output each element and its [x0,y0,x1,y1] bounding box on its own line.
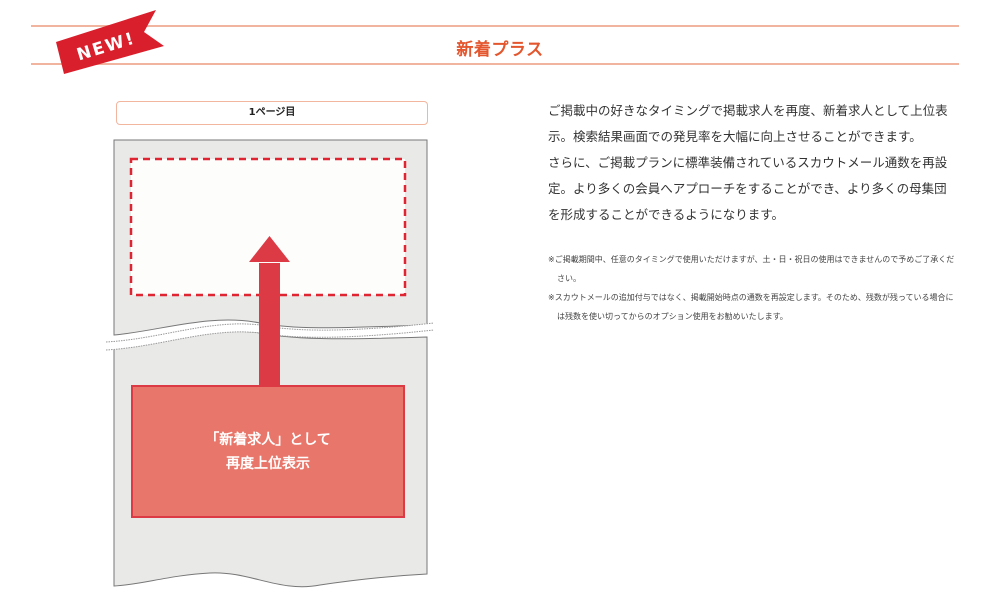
header-top-rule [31,25,959,27]
section-title: 新着プラス [456,40,544,60]
footnotes: ※ご掲載期間中、任意のタイミングで使用いただけますが、土・日・祝日の使用はできま… [548,250,958,326]
result-line-2: 再度上位表示 [226,455,310,472]
feature-diagram: 1ページ目 「新着求人」として 再度上位表示 [100,95,450,593]
footnote-1: ※ご掲載期間中、任意のタイミングで使用いただけますが、土・日・祝日の使用はできま… [548,255,955,283]
new-ribbon-badge: NEW! [48,8,168,74]
feature-description: ご掲載中の好きなタイミングで掲載求人を再度、新着求人として上位表示。検索結果画面… [548,98,958,228]
up-arrow-icon [249,236,290,262]
description-paragraph-1: ご掲載中の好きなタイミングで掲載求人を再度、新着求人として上位表示。検索結果画面… [548,103,948,144]
description-paragraph-2: さらに、ご掲載プランに標準装備されているスカウトメール通数を再設定。より多くの会… [548,155,948,222]
arrow-shaft [259,263,280,387]
result-highlight-box: 「新着求人」として 再度上位表示 [131,385,405,518]
page-label: 1ページ目 [116,101,428,125]
result-line-1: 「新着求人」として [205,431,331,448]
search-results-page-illustration [105,139,435,588]
ribbon-flag-icon: NEW! [56,10,164,74]
footnote-2: ※スカウトメールの追加付与ではなく、掲載開始時点の通数を再設定します。そのため、… [548,293,954,321]
header-bottom-rule [31,63,959,65]
